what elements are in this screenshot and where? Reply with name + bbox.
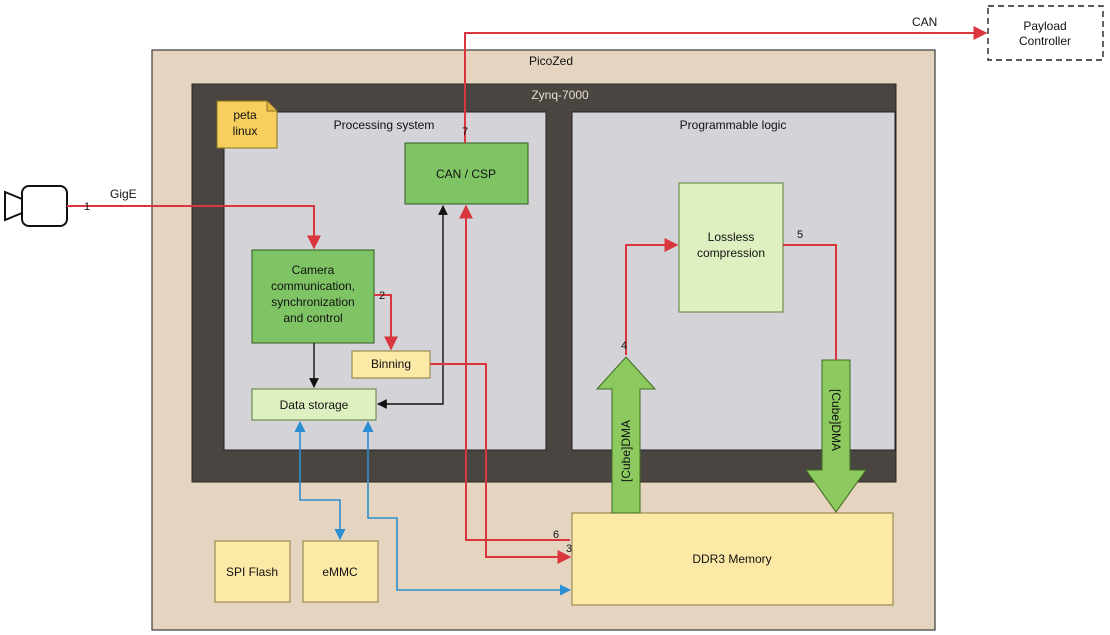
can-label: CAN [912, 15, 937, 29]
step-3-label: 3 [566, 543, 572, 555]
camera-communication-block: Camera communication, synchronization an… [251, 249, 375, 344]
spi-flash-label: SPI Flash [226, 565, 278, 579]
camera-line1: Camera [292, 263, 335, 277]
cubedma-down-label: [Cube]DMA [829, 389, 843, 451]
data-storage-label: Data storage [280, 398, 349, 412]
binning-block: Binning [351, 350, 431, 379]
ddr3-label: DDR3 Memory [692, 552, 771, 566]
camera-line3: synchronization [271, 295, 354, 309]
emmc-label: eMMC [322, 565, 358, 579]
data-storage-block: Data storage [251, 388, 377, 421]
step-4-label: 4 [621, 340, 627, 352]
storage-emmc-connection [294, 420, 346, 541]
camera-line4: and control [283, 311, 342, 325]
payload-controller-block: Payload Controller [987, 5, 1104, 61]
processing-system-label: Processing system [334, 118, 435, 132]
camera-line2: communication, [271, 279, 355, 293]
zynq-label: Zynq-7000 [531, 88, 589, 102]
payload-line1: Payload [1023, 19, 1066, 33]
lossless-line2: compression [697, 246, 765, 260]
gige-connection [67, 205, 321, 250]
gige-label: GigE [110, 187, 137, 201]
petalinux-note: peta linux [216, 100, 278, 149]
lossless-line1: Lossless [708, 230, 755, 244]
step-6-label: 6 [553, 529, 559, 541]
step-5-label: 5 [797, 229, 803, 241]
storage-ddr3-connection [362, 420, 572, 596]
programmable-logic-label: Programmable logic [680, 118, 787, 132]
emmc-block: eMMC [302, 540, 379, 603]
binning-label: Binning [371, 357, 411, 371]
can-connection [464, 26, 988, 143]
cubedma-up-label: [Cube]DMA [619, 420, 633, 482]
dma-to-compression-connection [625, 238, 679, 355]
camera-icon [4, 185, 68, 227]
payload-line2: Controller [1019, 34, 1071, 48]
petalinux-line2: linux [233, 124, 258, 138]
can-csp-block: CAN / CSP [404, 142, 529, 205]
cubedma-up-arrow: [Cube]DMA [595, 356, 657, 514]
step-2-label: 2 [379, 290, 385, 302]
picozed-label: PicoZed [529, 54, 573, 68]
cubedma-down-arrow: [Cube]DMA [805, 359, 867, 513]
lossless-compression-block: Lossless compression [678, 182, 784, 313]
compression-to-dma-connection [783, 244, 837, 360]
ddr3-memory-block: DDR3 Memory [571, 512, 894, 606]
can-csp-label: CAN / CSP [436, 167, 496, 181]
storage-can-connection [377, 205, 448, 409]
step-7-label: 7 [462, 126, 468, 138]
step-1-label: 1 [84, 201, 90, 213]
petalinux-line1: peta [233, 108, 257, 122]
spi-flash-block: SPI Flash [214, 540, 291, 603]
